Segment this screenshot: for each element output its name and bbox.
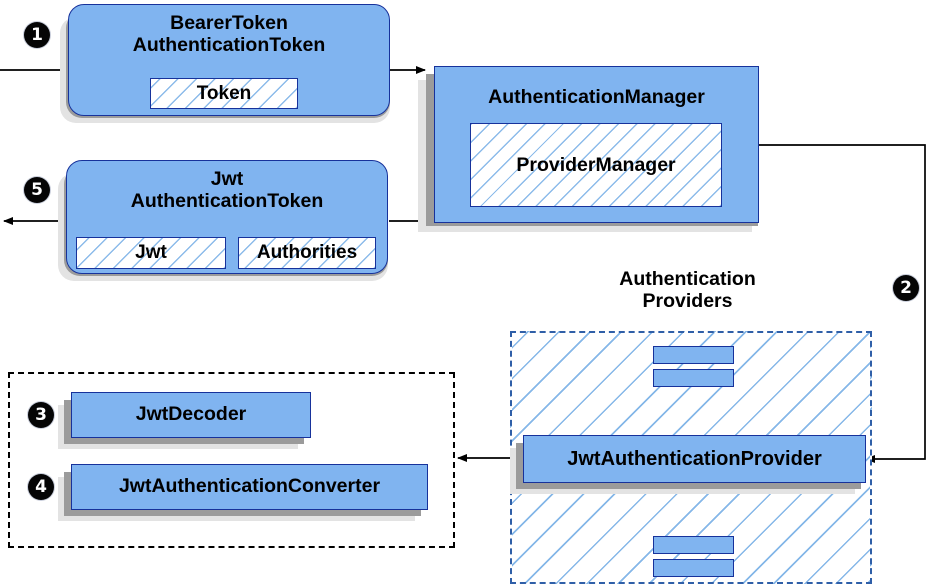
bearer-token-slot-token[interactable]: Token — [150, 78, 298, 109]
authentication-manager-title: AuthenticationManager — [488, 86, 705, 108]
step-4-number: 4 — [35, 476, 47, 497]
bearer-token-title-line1: BearerToken — [170, 12, 288, 34]
jwt-token-title-line1: Jwt — [210, 168, 244, 190]
jwt-token-slot-authorities-label: Authorities — [256, 242, 358, 263]
step-2-bullet: 2 — [893, 275, 919, 301]
step-3-bullet: 3 — [28, 402, 54, 428]
step-4-bullet: 4 — [28, 474, 54, 500]
provider-stub-bottom-bar-2 — [653, 559, 734, 577]
jwt-authentication-converter-label: JwtAuthenticationConverter — [118, 475, 381, 498]
jwt-token-slot-authorities[interactable]: Authorities — [238, 237, 376, 269]
jwt-token-slot-jwt-label: Jwt — [135, 242, 167, 263]
bearer-token-title-line2: AuthenticationToken — [132, 33, 326, 56]
bearer-token-slot-label: Token — [196, 82, 252, 104]
jwt-support-components-box — [8, 372, 455, 548]
jwt-decoder-node[interactable]: JwtDecoder — [71, 392, 311, 438]
authentication-manager-slot-providermanager[interactable]: ProviderManager — [470, 123, 722, 207]
jwt-decoder-label: JwtDecoder — [135, 403, 247, 426]
step-3-number: 3 — [35, 404, 47, 425]
step-1-number: 1 — [31, 24, 43, 45]
authentication-providers-title-line2: Providers — [642, 290, 733, 313]
provider-stub-top-bar-1 — [653, 346, 734, 364]
authentication-providers-title: Authentication Providers — [565, 268, 810, 312]
provider-stub-bottom-bar-1 — [653, 536, 734, 554]
jwt-authentication-provider-label: JwtAuthenticationProvider — [567, 447, 822, 470]
jwt-token-slot-jwt[interactable]: Jwt — [76, 237, 226, 269]
provider-stub-top-bar-2 — [653, 369, 734, 387]
authentication-providers-title-line1: Authentication — [619, 268, 756, 290]
providermanager-label: ProviderManager — [516, 153, 676, 176]
step-1-bullet: 1 — [24, 22, 50, 48]
step-5-bullet: 5 — [24, 177, 50, 203]
step-2-number: 2 — [900, 277, 912, 298]
jwt-authentication-provider-node[interactable]: JwtAuthenticationProvider — [523, 435, 866, 483]
step-5-number: 5 — [31, 179, 43, 200]
jwt-authentication-converter-node[interactable]: JwtAuthenticationConverter — [71, 464, 428, 510]
jwt-token-title-line2: AuthenticationToken — [130, 189, 324, 212]
